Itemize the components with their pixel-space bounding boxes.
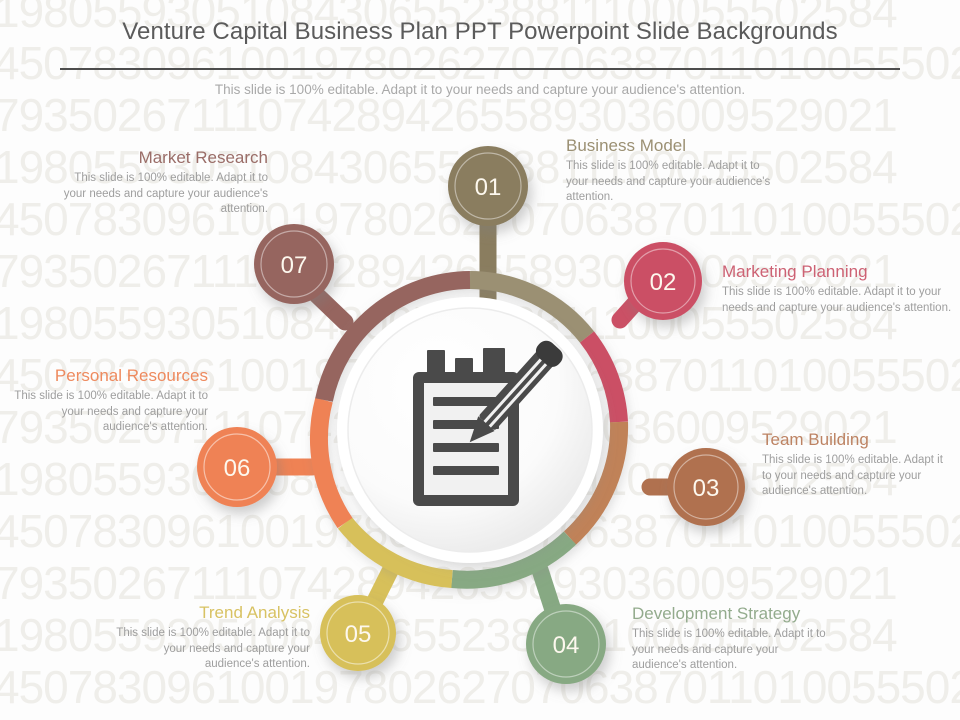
- step-text-marketing-planning: Marketing Planning This slide is 100% ed…: [722, 262, 952, 316]
- step-text-personal-resources: Personal Resources This slide is 100% ed…: [8, 366, 208, 436]
- step-desc-06: This slide is 100% editable. Adapt it to…: [14, 390, 208, 433]
- step-title-05: Trend Analysis: [199, 603, 310, 622]
- ring-segment-01: [469, 271, 595, 343]
- step-desc-03: This slide is 100% editable. Adapt it to…: [762, 454, 943, 497]
- step-nodes[interactable]: 01 02 03 04 05: [197, 146, 745, 684]
- step-number-05: 05: [345, 621, 372, 648]
- step-text-business-model: Business Model This slide is 100% editab…: [566, 136, 776, 206]
- step-node-01[interactable]: 01: [448, 146, 528, 226]
- page-title: Venture Capital Business Plan PPT Powerp…: [122, 18, 838, 45]
- step-text-development-strategy: Development Strategy This slide is 100% …: [632, 604, 832, 674]
- step-number-03: 03: [693, 475, 720, 502]
- step-number-06: 06: [224, 455, 251, 482]
- step-desc-07: This slide is 100% editable. Adapt it to…: [63, 172, 268, 215]
- step-text-trend-analysis: Trend Analysis This slide is 100% editab…: [110, 603, 310, 673]
- step-node-07[interactable]: 07: [254, 224, 334, 304]
- step-number-04: 04: [553, 632, 580, 659]
- ring-segment-02: [579, 331, 628, 423]
- step-node-05[interactable]: 05: [320, 595, 396, 671]
- step-desc-01: This slide is 100% editable. Adapt it to…: [566, 160, 771, 203]
- ring-segment-04: [451, 531, 577, 589]
- step-title-06: Personal Resources: [54, 366, 208, 385]
- step-text-team-building: Team Building This slide is 100% editabl…: [762, 430, 954, 500]
- ring-segment-06: [309, 397, 353, 529]
- step-title-04: Development Strategy: [632, 604, 801, 623]
- step-desc-02: This slide is 100% editable. Adapt it to…: [722, 286, 952, 314]
- step-title-07: Market Research: [138, 148, 268, 167]
- step-text-market-research: Market Research This slide is 100% edita…: [60, 148, 268, 218]
- step-node-02[interactable]: 02: [624, 242, 702, 320]
- step-title-01: Business Model: [566, 136, 687, 155]
- page-subtitle: This slide is 100% editable. Adapt it to…: [214, 82, 746, 97]
- step-node-06[interactable]: 06: [197, 427, 277, 507]
- ring-segment-07: [315, 271, 471, 402]
- ring-segment-03: [563, 421, 629, 545]
- step-title-03: Team Building: [762, 430, 869, 449]
- step-desc-04: This slide is 100% editable. Adapt it to…: [632, 628, 826, 671]
- notepad-pencil-icon: [413, 340, 563, 506]
- title-divider: [60, 68, 900, 70]
- step-number-02: 02: [650, 269, 677, 296]
- process-ring: [309, 271, 629, 589]
- step-desc-05: This slide is 100% editable. Adapt it to…: [116, 627, 310, 670]
- ring-segment-05: [337, 517, 453, 588]
- step-number-01: 01: [475, 174, 502, 201]
- step-node-04[interactable]: 04: [526, 604, 606, 684]
- step-node-03[interactable]: 03: [667, 448, 745, 526]
- step-number-07: 07: [281, 252, 308, 279]
- step-title-02: Marketing Planning: [722, 262, 868, 281]
